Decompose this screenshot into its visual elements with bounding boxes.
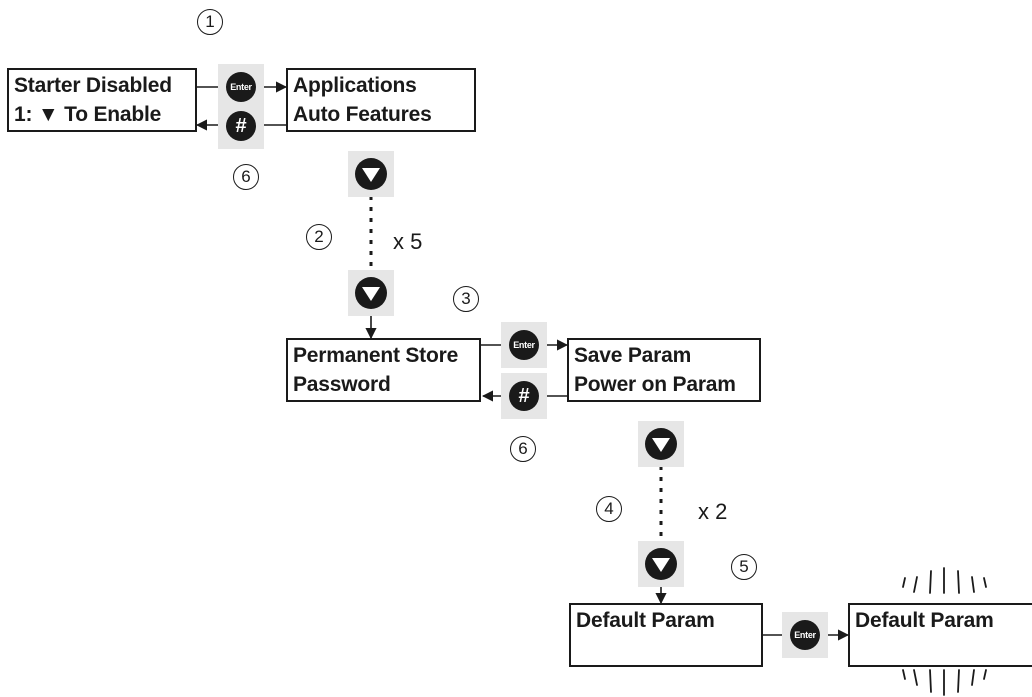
step-number-5: 5 [731, 554, 757, 580]
lcd-line-2: Auto Features [293, 103, 432, 126]
lcd-display-applications: Applications Auto Features [286, 68, 476, 132]
lcd-line-1: Applications [293, 74, 417, 97]
down-arrow-key-icon [645, 428, 677, 460]
hash-key-icon: # [509, 381, 539, 411]
step-number-1: 1 [197, 9, 223, 35]
lcd-line-1: Save Param [574, 344, 692, 367]
lcd-display-default-param-flashing: Default Param [848, 603, 1032, 667]
enter-key-button[interactable]: Enter [782, 612, 828, 658]
repeat-count-label: x 5 [393, 229, 423, 254]
hash-key-button[interactable]: # [218, 103, 264, 149]
lcd-line-1: Default Param [576, 609, 715, 632]
down-arrow-key-button[interactable] [638, 421, 684, 467]
lcd-line-2: 1: ▼ To Enable [14, 103, 162, 126]
lcd-display-permanent-store: Permanent Store Password [286, 338, 481, 402]
lcd-line-2: Password [293, 373, 391, 396]
flash-rays-icon [902, 567, 987, 594]
enter-key-button[interactable]: Enter [501, 322, 547, 368]
down-arrow-key-button[interactable] [348, 270, 394, 316]
step-number-4: 4 [596, 496, 622, 522]
flash-rays-icon [902, 669, 987, 696]
lcd-line-2: Power on Param [574, 373, 736, 396]
repeat-count-label: x 2 [698, 499, 728, 524]
hash-key-button[interactable]: # [501, 373, 547, 419]
down-arrow-key-button[interactable] [638, 541, 684, 587]
enter-key-icon: Enter [509, 330, 539, 360]
step-number-6: 6 [510, 436, 536, 462]
lcd-line-1: Permanent Store [293, 344, 459, 367]
lcd-line-1: Starter Disabled [14, 74, 172, 97]
down-arrow-key-icon [355, 158, 387, 190]
enter-key-icon: Enter [790, 620, 820, 650]
step-number-3: 3 [453, 286, 479, 312]
down-arrow-key-button[interactable] [348, 151, 394, 197]
enter-key-icon: Enter [226, 72, 256, 102]
hash-key-icon: # [226, 111, 256, 141]
step-number-2: 2 [306, 224, 332, 250]
lcd-display-save-param: Save Param Power on Param [567, 338, 761, 402]
step-number-6: 6 [233, 164, 259, 190]
down-arrow-key-icon [645, 548, 677, 580]
enter-key-button[interactable]: Enter [218, 64, 264, 110]
down-arrow-key-icon [355, 277, 387, 309]
lcd-display-starter-disabled: Starter Disabled 1: ▼ To Enable [7, 68, 197, 132]
lcd-display-default-param: Default Param [569, 603, 763, 667]
lcd-line-1: Default Param [855, 609, 994, 632]
